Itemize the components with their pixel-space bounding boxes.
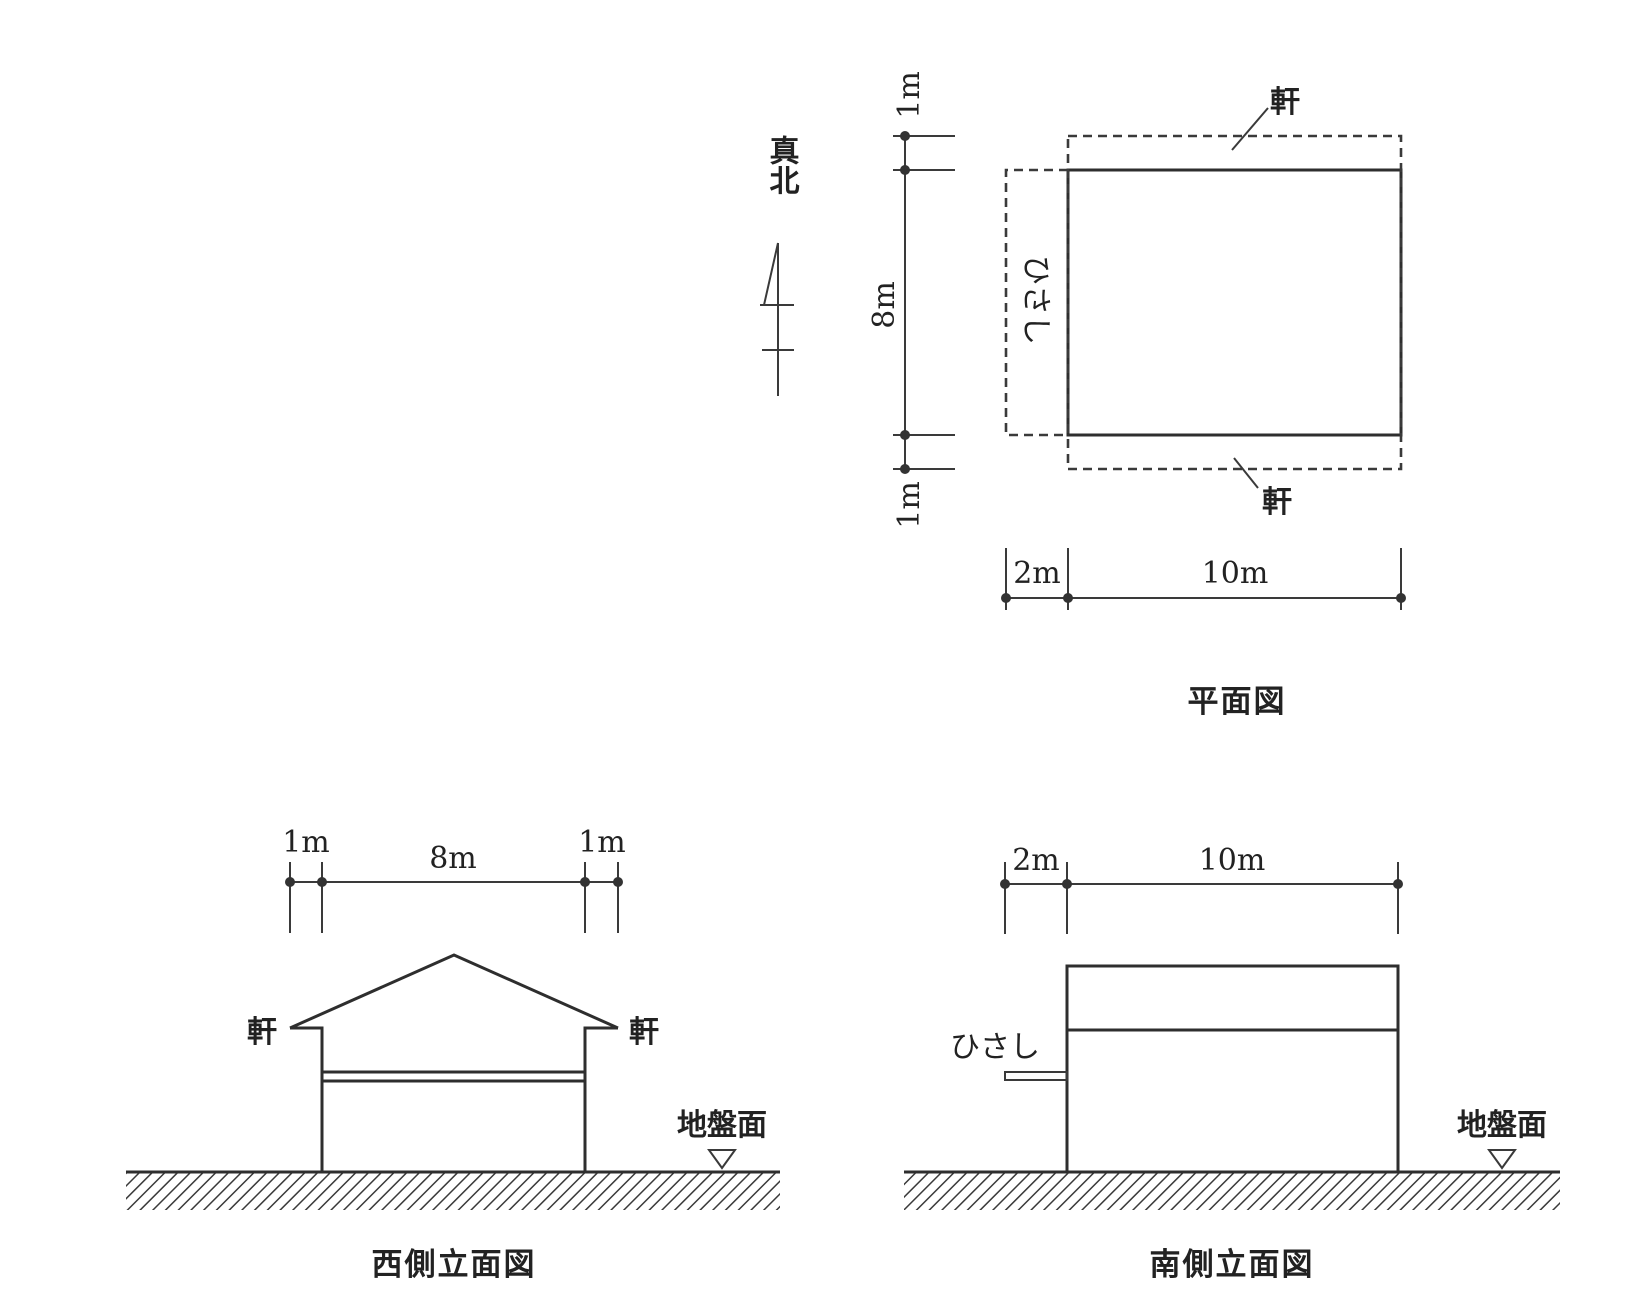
plan-eave-bottom-label: 軒: [1262, 485, 1292, 520]
south-ground-label: 地盤面: [1457, 1108, 1547, 1143]
west-dim-right-label: 1m: [578, 825, 626, 860]
plan-horizontal-dimension: [1001, 548, 1406, 610]
west-dimension-line: [285, 862, 623, 933]
plan-dim-right-label: 10m: [1202, 556, 1269, 591]
south-dim-right-label: 10m: [1199, 843, 1266, 878]
plan-dim-bottom-label: 1m: [892, 481, 927, 529]
west-eave-left-label: 軒: [247, 1015, 277, 1050]
west-roof: [289, 953, 619, 1030]
west-elevation: 1m 8m 1m 軒 軒 地盤面 西側立面図: [126, 825, 780, 1283]
west-floor-band: [320, 1070, 587, 1083]
west-eave-right-label: 軒: [629, 1015, 659, 1050]
plan-eave-bottom-leader: [1233, 457, 1259, 489]
south-elevation: 2m 10m ひさし 地盤面 南側立面図: [904, 843, 1560, 1283]
plan-canopy-label: ひさし: [1018, 255, 1053, 345]
south-dimension-line: [1000, 862, 1403, 934]
north-label: 真北: [764, 135, 800, 195]
plan-canopy-outline: [1004, 168, 1068, 437]
plan-vertical-dimension: [893, 131, 955, 474]
west-ground-label: 地盤面: [677, 1108, 767, 1143]
south-canopy: [1004, 1071, 1068, 1081]
south-building-outline: [1065, 964, 1400, 1174]
west-ground-hatch: [126, 1172, 780, 1210]
plan-view: 真北 1m 8m 1m ひさし 軒 軒: [760, 71, 1406, 720]
south-ground-marker-icon: [1487, 1149, 1517, 1170]
plan-eave-top-leader: [1231, 107, 1269, 151]
west-eave-left: [290, 1026, 324, 1035]
west-title: 西側立面図: [372, 1247, 537, 1283]
south-canopy-label: ひさし: [950, 1030, 1040, 1065]
south-dim-left-label: 2m: [1012, 843, 1060, 878]
plan-dim-left-label: 2m: [1013, 556, 1061, 591]
plan-dim-top-label: 1m: [892, 71, 927, 119]
west-dim-mid-label: 8m: [429, 841, 477, 876]
plan-eave-top-label: 軒: [1270, 85, 1300, 120]
west-dim-left-label: 1m: [282, 825, 330, 860]
north-arrow-icon: [760, 242, 794, 396]
west-eave-right: [583, 1026, 618, 1035]
plan-title: 平面図: [1188, 684, 1287, 720]
south-title: 南側立面図: [1150, 1247, 1315, 1283]
plan-dim-mid-label: 8m: [867, 281, 902, 329]
plan-building-outline: [1066, 168, 1403, 437]
plan-eave-outline: [1066, 134, 1403, 471]
west-ground-marker-icon: [707, 1149, 737, 1170]
south-ground-hatch: [904, 1172, 1560, 1210]
